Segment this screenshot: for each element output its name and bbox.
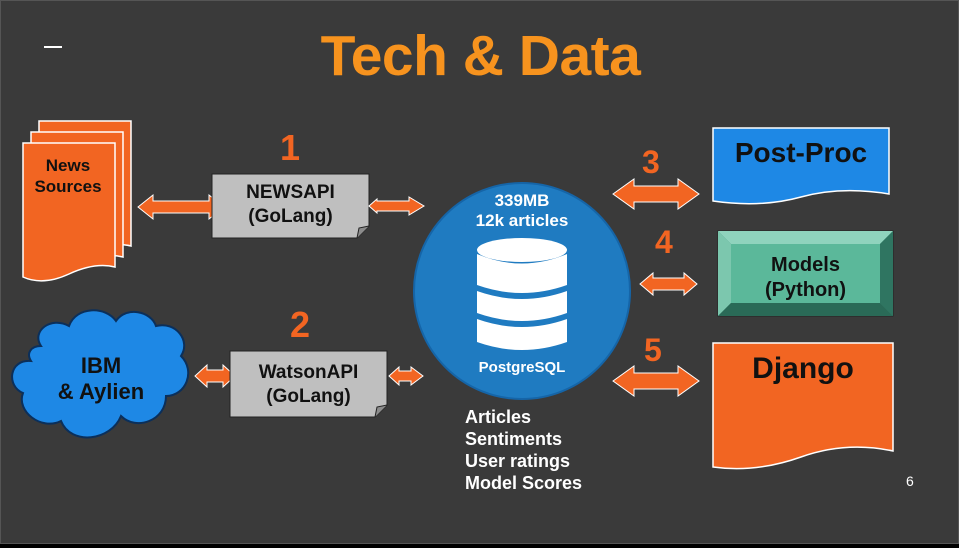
newsapi-line2: (GoLang): [248, 206, 333, 227]
step-number-3: 3: [642, 144, 660, 180]
database-icon: [477, 238, 567, 350]
django-label: Django: [752, 352, 854, 385]
news-sources-shape: [22, 120, 132, 282]
ibm-label: IBM & Aylien: [41, 353, 161, 405]
ibm-line2: & Aylien: [57, 379, 145, 404]
step-number-1: 1: [280, 127, 301, 168]
post-proc-shape: [712, 127, 890, 205]
post-proc-label: Post-Proc: [734, 137, 868, 168]
database-engine: PostgreSQL: [478, 359, 566, 376]
models-line1: Models: [771, 254, 840, 276]
slide-title: Tech & Data: [320, 24, 641, 88]
step-number-4: 4: [655, 224, 673, 260]
news-sources-label: News Sources: [23, 155, 113, 197]
db-contents-list: Articles Sentiments User ratings Model S…: [465, 406, 582, 494]
ibm-cloud-shape: [11, 309, 190, 439]
news-sources-line1: News: [45, 156, 91, 175]
database-article-count: 12k articles: [475, 211, 569, 230]
arrow-ibm-watsonapi: [194, 363, 236, 389]
models-label: Models (Python): [731, 253, 880, 303]
newsapi-box-shape: [211, 173, 370, 239]
newsapi-label: NEWSAPI (GoLang): [212, 181, 369, 229]
models-line2: (Python): [764, 279, 847, 301]
watsonapi-label: WatsonAPI (GoLang): [230, 361, 387, 409]
watsonapi-line2: (GoLang): [266, 386, 351, 407]
arrow-watsonapi-db: [388, 365, 424, 387]
db-content-item: User ratings: [465, 451, 571, 471]
news-sources-line2: Sources: [34, 177, 102, 196]
arrow-db-models: [639, 271, 698, 297]
step-number-5: 5: [644, 332, 662, 368]
database-size: 339MB: [494, 191, 550, 210]
models-box-shape: [717, 230, 894, 317]
arrow-db-postproc: [612, 178, 700, 210]
newsapi-line1: NEWSAPI: [246, 182, 335, 203]
database-stats: 339MB 12k articles: [442, 191, 602, 231]
db-content-item: Model Scores: [465, 473, 583, 493]
db-content-item: Sentiments: [465, 429, 563, 449]
ibm-line1: IBM: [80, 353, 122, 378]
db-content-item: Articles: [465, 407, 532, 427]
arrow-db-django: [612, 365, 700, 397]
django-shape: [712, 342, 894, 470]
watsonapi-line1: WatsonAPI: [258, 362, 359, 383]
arrow-newsapi-db: [368, 196, 425, 216]
minimize-dash: [44, 46, 62, 48]
page-number: 6: [906, 473, 914, 489]
watsonapi-box-shape: [229, 350, 388, 418]
step-number-2: 2: [290, 304, 311, 345]
